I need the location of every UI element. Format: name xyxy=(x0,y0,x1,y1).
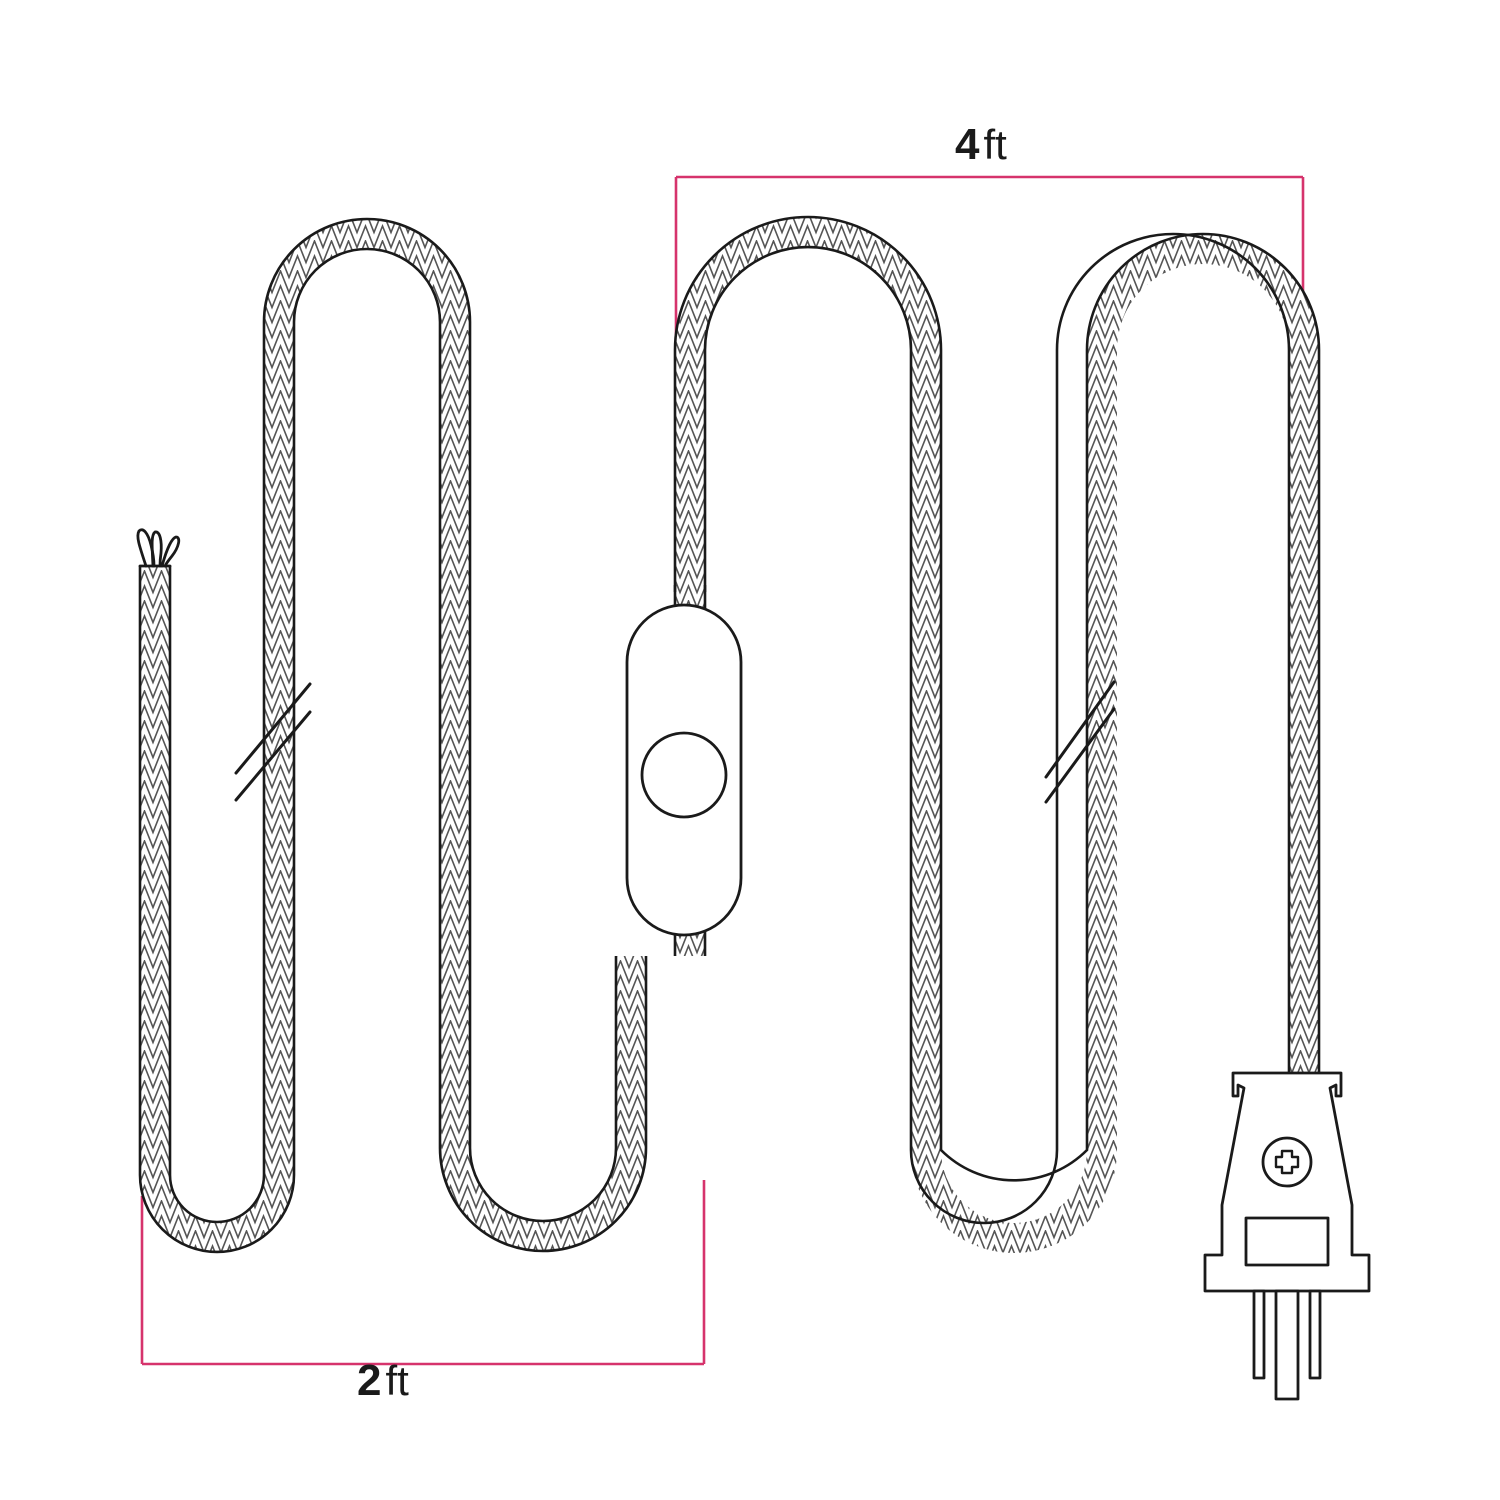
plug-screw xyxy=(1261,1136,1313,1188)
dimension-unit-4ft: ft xyxy=(983,121,1007,168)
inline-switch[interactable] xyxy=(625,603,743,937)
plug-prongs xyxy=(1252,1289,1322,1401)
dimension-value-2ft: 2 xyxy=(357,1356,382,1405)
break-mark-right xyxy=(1044,680,1116,804)
dimension-label-2ft: 2ft xyxy=(357,1356,409,1406)
plug-face-panel xyxy=(1244,1216,1330,1267)
break-mark-left xyxy=(234,682,312,802)
frayed-wire-end xyxy=(136,528,181,568)
switch-button[interactable] xyxy=(640,731,728,819)
dimension-value-4ft: 4 xyxy=(955,120,980,169)
dimension-bracket-2ft xyxy=(140,1180,706,1366)
power-plug xyxy=(1203,1071,1371,1401)
dimension-unit-2ft: ft xyxy=(385,1357,409,1404)
dimension-label-4ft: 4ft xyxy=(955,120,1007,170)
